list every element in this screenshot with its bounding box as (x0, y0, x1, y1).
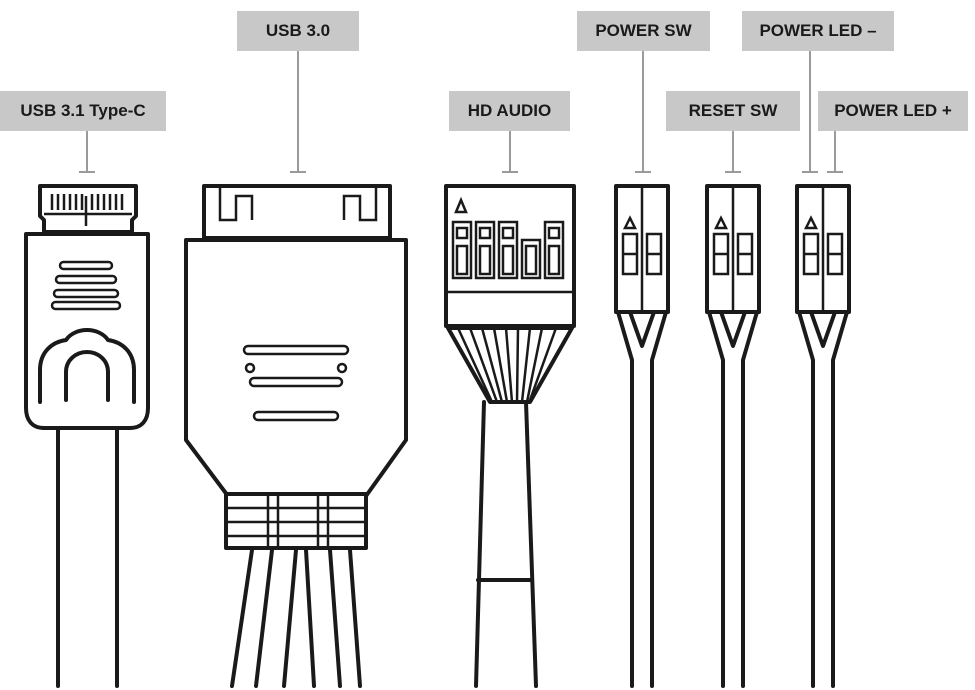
leader-lines (79, 51, 843, 173)
power-led-plus-label: POWER LED + (818, 91, 968, 131)
hd-audio-pins (451, 220, 565, 280)
usb30-leader (290, 51, 306, 173)
power-led-connector (795, 184, 851, 688)
usb30-body (184, 238, 408, 498)
reset-sw-label: RESET SW (666, 91, 800, 131)
power-led-minus-label: POWER LED – (742, 11, 894, 51)
usb30-label: USB 3.0 (237, 11, 359, 51)
usb30-connector (184, 184, 408, 688)
hd-audio-connector (444, 184, 576, 688)
power-led-plus-leader (827, 131, 843, 173)
usb30-cable-mid (282, 548, 316, 688)
reset-sw-leader (725, 131, 741, 173)
reset-sw-connector (705, 184, 761, 688)
usb30-top-shell (202, 184, 392, 240)
usb30-cable-left (230, 548, 274, 688)
usb31-cable (56, 428, 119, 688)
usb31-connector (24, 184, 150, 688)
usb30-cable-right (328, 548, 362, 688)
power-sw-label: POWER SW (577, 11, 710, 51)
usb31-label: USB 3.1 Type-C (0, 91, 166, 131)
hd-audio-cable (474, 400, 538, 688)
pin1-marker (454, 196, 468, 214)
hd-audio-leader (502, 131, 518, 173)
usb31-leader (79, 131, 95, 173)
hd-audio-label: HD AUDIO (449, 91, 570, 131)
power-led-minus-leader (802, 51, 818, 173)
power-sw-leader (635, 51, 651, 173)
power-sw-connector (614, 184, 670, 688)
